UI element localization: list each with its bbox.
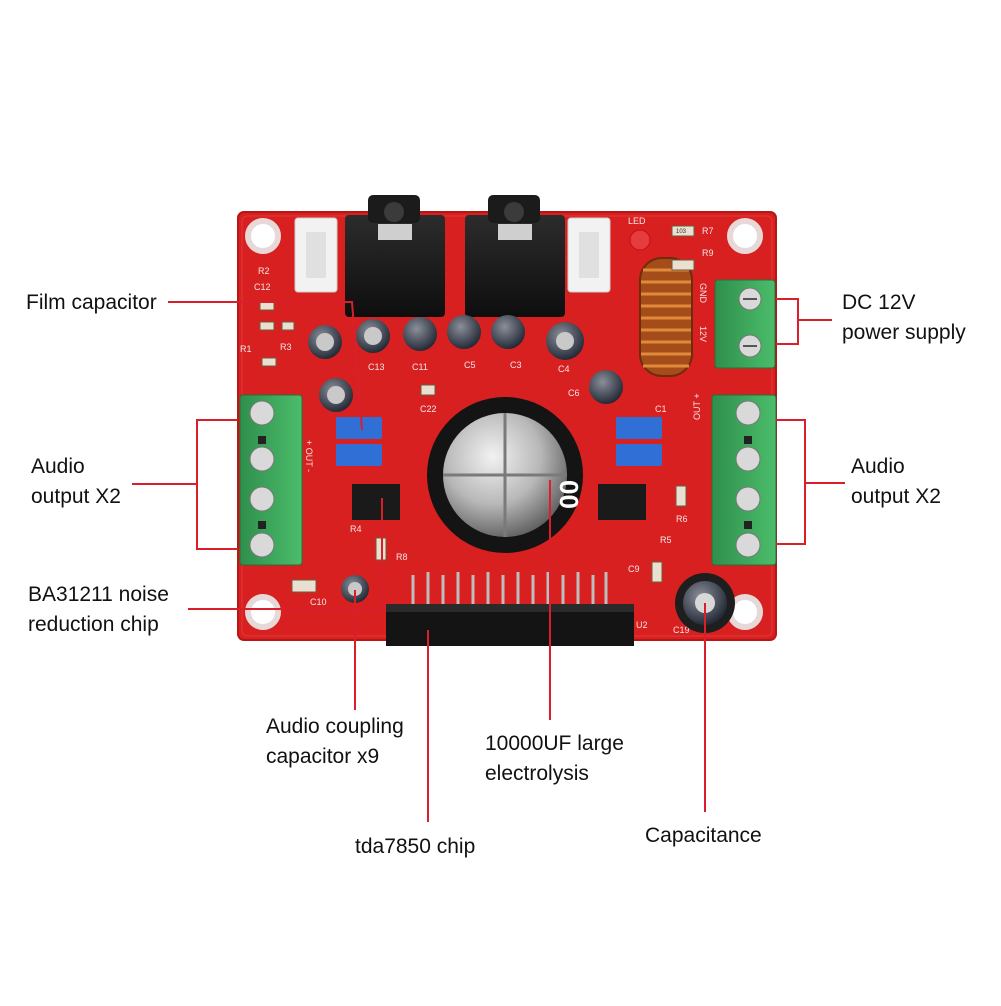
silkscreen-text: GND 12V LED + OUT - OUT + C22 C1 C3 C4 C… — [240, 216, 714, 635]
silk-c5: C5 — [464, 360, 476, 370]
label-film-capacitor-text: Film capacitor — [26, 291, 157, 314]
label-coupling-capacitor-line1: Audio coupling — [266, 715, 404, 738]
silk-c13: C13 — [368, 362, 385, 372]
label-audio-output-right-line2: output X2 — [851, 485, 941, 508]
silk-c4: C4 — [558, 364, 570, 374]
silk-r8: R8 — [396, 552, 408, 562]
label-tda-chip: tda7850 chip — [355, 832, 475, 862]
label-audio-output-left-line2: output X2 — [31, 485, 121, 508]
silk-r9: R9 — [702, 248, 714, 258]
label-audio-output-left-line1: Audio — [31, 455, 85, 478]
audio-jacks — [345, 195, 565, 317]
silk-r5: R5 — [660, 535, 672, 545]
silk-c22: C22 — [420, 404, 437, 414]
label-audio-output-right: Audio output X2 — [851, 452, 941, 512]
silk-c19: C19 — [673, 625, 690, 635]
label-dc-power: DC 12V power supply — [842, 288, 966, 348]
inductor — [639, 257, 693, 377]
left-output-terminal — [239, 394, 303, 566]
label-large-electrolysis-line2: electrolysis — [485, 762, 589, 785]
label-dc-power-line2: power supply — [842, 321, 966, 344]
small-capacitors — [308, 315, 623, 603]
led — [629, 229, 651, 251]
label-audio-output-left: Audio output X2 — [31, 452, 121, 512]
noise-chips — [352, 484, 646, 520]
silk-c3: C3 — [510, 360, 522, 370]
silk-led: LED — [628, 216, 646, 226]
silk-gnd: GND — [698, 283, 708, 304]
silk-c12: C12 — [254, 282, 271, 292]
silk-r3: R3 — [280, 342, 292, 352]
silk-12v: 12V — [698, 326, 708, 342]
label-film-capacitor: Film capacitor — [26, 288, 157, 318]
silk-c10: C10 — [310, 597, 327, 607]
silk-r1: R1 — [240, 344, 252, 354]
silk-u2: U2 — [636, 620, 648, 630]
silk-r4: R4 — [350, 524, 362, 534]
leader-noise-chip — [188, 498, 383, 610]
large-capacitor: 00 — [427, 397, 584, 553]
leader-lines — [132, 298, 845, 822]
silk-res-code: 103 — [676, 229, 687, 235]
film-capacitors — [336, 417, 662, 466]
label-dc-power-line1: DC 12V — [842, 291, 916, 314]
right-output-terminal — [711, 394, 777, 566]
silk-r6: R6 — [676, 514, 688, 524]
label-noise-chip-line1: BA31211 noise — [28, 583, 169, 606]
label-noise-chip-line2: reduction chip — [28, 613, 159, 636]
label-coupling-capacitor: Audio coupling capacitor x9 — [266, 712, 404, 772]
power-terminal — [714, 279, 776, 369]
label-large-electrolysis-line1: 10000UF large — [485, 732, 624, 755]
silk-r7: R7 — [702, 226, 714, 236]
silk-r2: R2 — [258, 266, 270, 276]
label-coupling-capacitor-line2: capacitor x9 — [266, 745, 380, 768]
label-large-electrolysis: 10000UF large electrolysis — [485, 729, 624, 789]
label-capacitance: Capacitance — [645, 821, 762, 851]
silk-out-right: OUT + — [692, 393, 702, 420]
silk-out-left: + OUT - — [304, 440, 314, 472]
silk-c11: C11 — [412, 362, 428, 372]
label-noise-chip: BA31211 noise reduction chip — [28, 580, 169, 640]
leader-film-capacitor — [168, 301, 363, 431]
label-capacitance-text: Capacitance — [645, 824, 762, 847]
big-cap-marking: 00 — [554, 480, 584, 509]
silk-c6: C6 — [568, 388, 580, 398]
silk-c9: C9 — [628, 564, 640, 574]
silk-c1: C1 — [655, 404, 667, 414]
label-audio-output-right-line1: Audio — [851, 455, 905, 478]
jst-connectors — [294, 217, 611, 293]
label-tda-chip-text: tda7850 chip — [355, 835, 476, 858]
